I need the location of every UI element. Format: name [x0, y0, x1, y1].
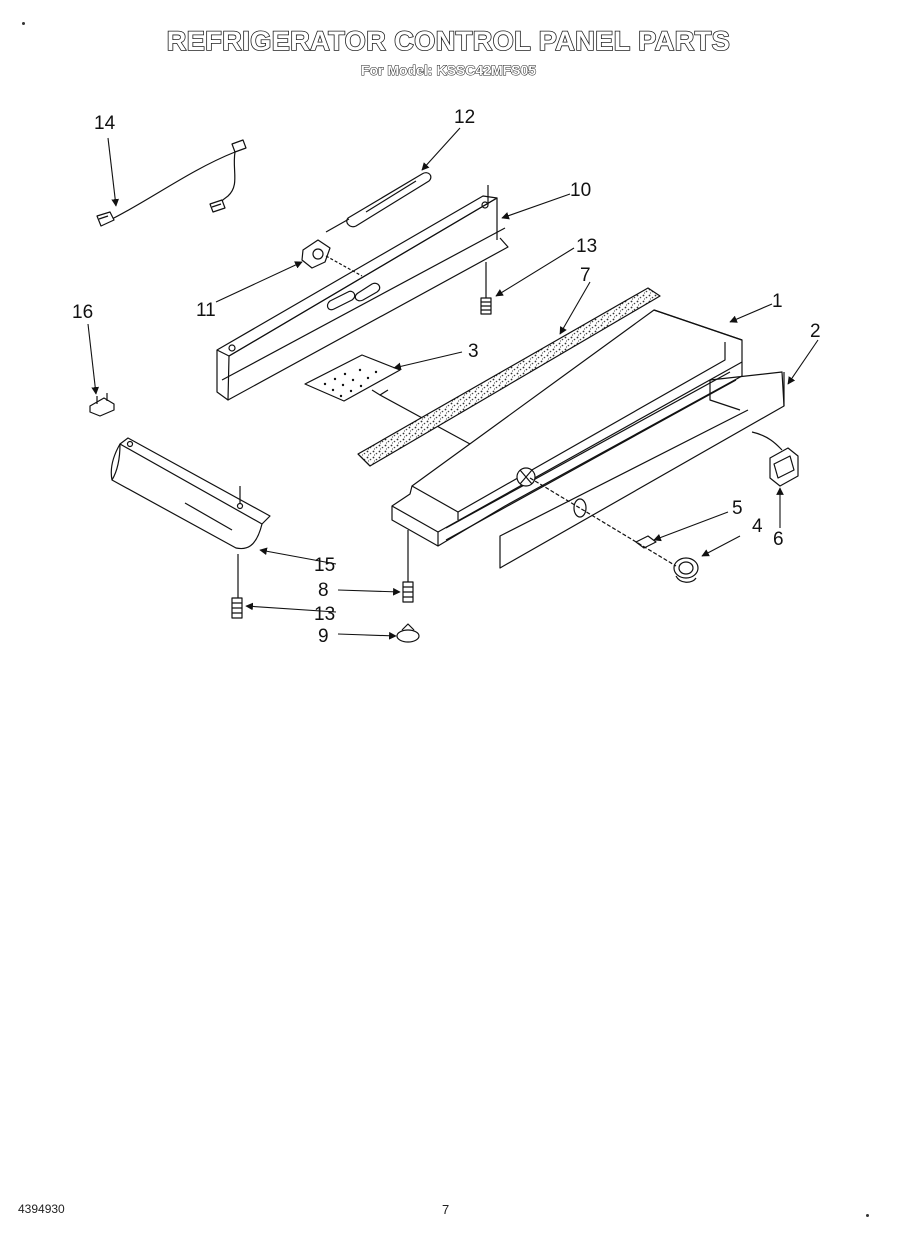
parts-diagram: 14 12 10 13 7 1 2 16 11 3 5 4 6 15 8 13 … — [72, 107, 821, 647]
screw-8-part — [402, 530, 414, 603]
indicator-label-part — [635, 535, 657, 549]
callout-1: 1 — [772, 291, 783, 312]
callout-9: 9 — [318, 626, 329, 647]
callout-11: 11 — [196, 300, 216, 321]
panel-back-part — [499, 371, 785, 569]
screw-upper-part — [480, 262, 492, 315]
leader-arrows — [87, 127, 819, 640]
scan-speck-top-left — [22, 22, 25, 25]
thermostat-part — [301, 239, 363, 277]
callout-2: 2 — [810, 321, 821, 342]
screw-lower-part — [231, 597, 243, 619]
callout-7: 7 — [580, 265, 591, 286]
circuit-board-part — [304, 354, 471, 445]
gasket-strip-part — [357, 287, 661, 467]
foot-washer-part — [396, 623, 420, 643]
document-number: 4394930 — [18, 1202, 65, 1216]
wire-harness-part — [96, 139, 247, 227]
control-housing-part — [391, 309, 743, 547]
callout-4: 4 — [752, 516, 763, 537]
callout-3: 3 — [468, 341, 479, 362]
subtitle-model: KSSC42MFS05 — [436, 62, 537, 79]
callout-16: 16 — [72, 302, 93, 323]
callout-10: 10 — [570, 180, 591, 201]
scan-speck-bottom-right — [866, 1214, 869, 1217]
callout-13-lower: 13 — [314, 604, 335, 625]
trim-bracket-part — [110, 437, 271, 598]
control-knob-part — [673, 557, 699, 583]
light-switch-part — [751, 431, 799, 487]
page-title: REFRIGERATOR CONTROL PANEL PARTS — [166, 25, 731, 57]
page-number: 7 — [442, 1202, 450, 1217]
subtitle-prefix: For Model: — [360, 62, 433, 79]
control-bracket-part — [216, 185, 509, 401]
sensor-tube-part — [325, 172, 432, 233]
clip-part — [89, 393, 115, 417]
callout-14: 14 — [94, 113, 116, 134]
callout-8: 8 — [318, 580, 329, 601]
page-subtitle: For Model:KSSC42MFS05 — [0, 62, 897, 79]
callout-5: 5 — [732, 498, 743, 519]
callout-12: 12 — [454, 107, 475, 128]
callout-6: 6 — [773, 529, 784, 550]
callout-13-upper: 13 — [576, 236, 597, 257]
callout-15: 15 — [314, 555, 335, 576]
